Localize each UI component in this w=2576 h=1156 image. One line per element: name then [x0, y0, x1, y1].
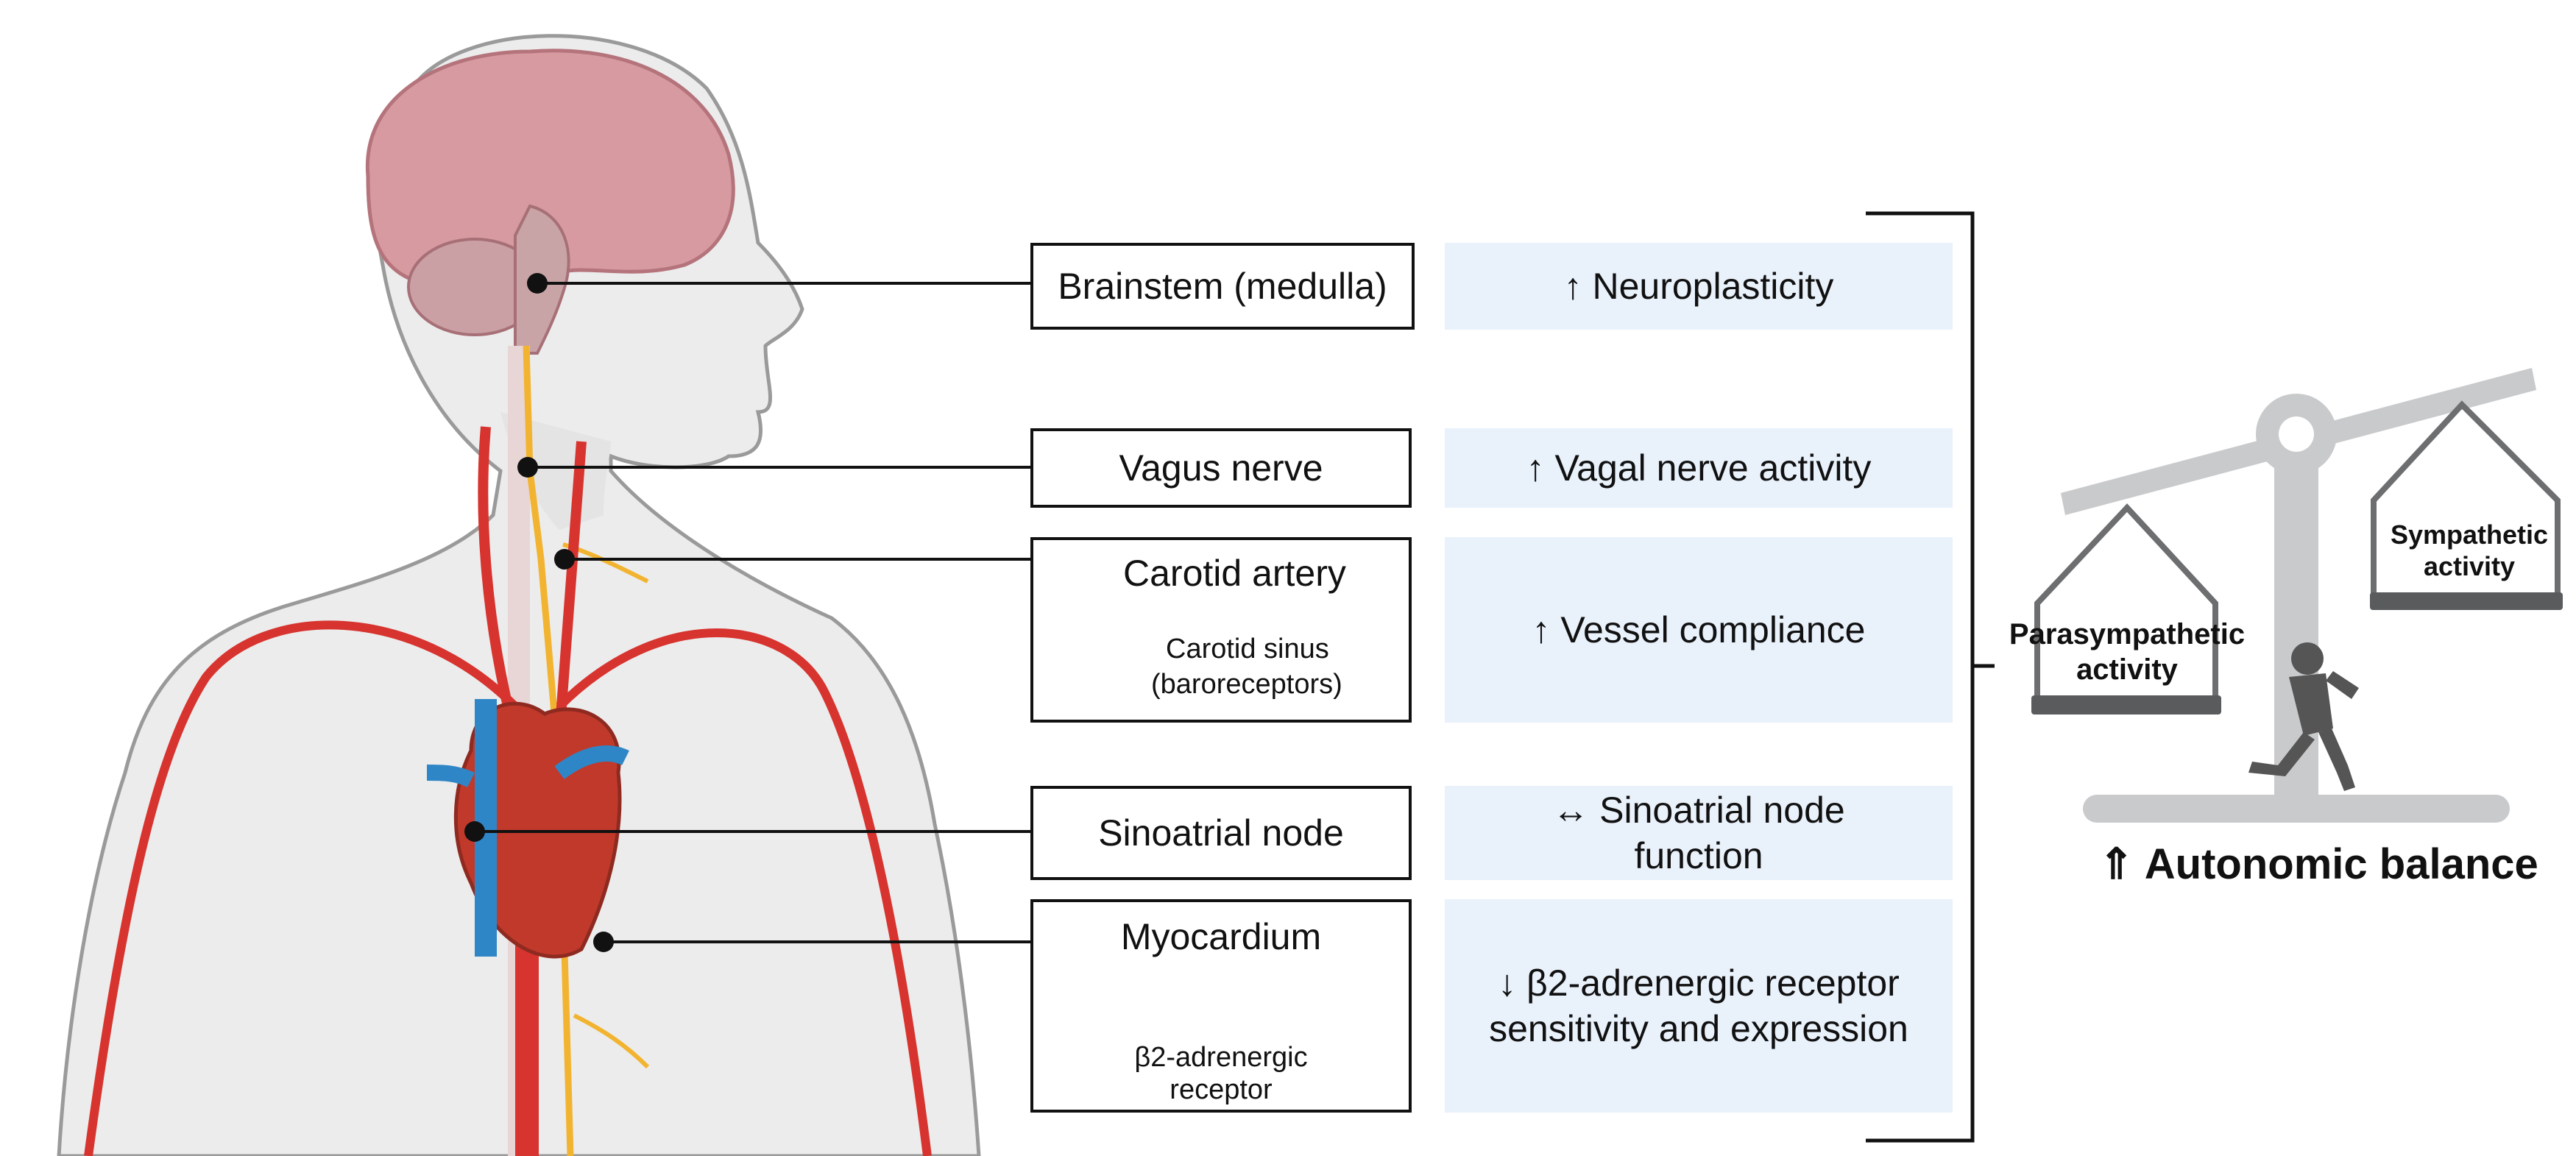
pulmonary-vessel [426, 765, 475, 788]
beta-receptor-sublabel: receptor [1170, 1074, 1273, 1105]
carotid-label-box: Carotid artery Carotid sinus (barorecept… [1030, 537, 1412, 723]
effect-sinoatrial: ↔ Sinoatrial node function [1445, 786, 1953, 880]
myocardium-label-box: Myocardium β2-adrenergic receptor [1030, 899, 1412, 1113]
vagus-label: Vagus nerve [1119, 447, 1323, 489]
left-pan-hanger [2034, 503, 2218, 699]
right-pan [2370, 592, 2563, 610]
brainstem-label: Brainstem (medulla) [1058, 266, 1387, 307]
effect-vessel-text: ↑ Vessel compliance [1532, 609, 1866, 650]
sinoatrial-label: Sinoatrial node [1098, 812, 1344, 854]
carotid-title: Carotid artery [1123, 553, 1346, 594]
runner-icon [2248, 642, 2359, 791]
scale-base [2083, 795, 2510, 823]
effect-sinoatrial-line1: ↔ Sinoatrial node [1552, 789, 1845, 831]
nerve-branch [573, 1013, 650, 1069]
effect-vagal: ↑ Vagal nerve activity [1445, 428, 1953, 508]
artery-left-arm [84, 620, 519, 1156]
brainstem-label-box: Brainstem (medulla) [1030, 243, 1415, 330]
bracket [1866, 211, 1975, 1143]
effect-vessel: ↑ Vessel compliance [1445, 537, 1953, 723]
autonomic-balance-title: ⇑ Autonomic balance [2098, 840, 2538, 888]
parasympathetic-line2: activity [2076, 653, 2178, 686]
left-pan [2031, 695, 2221, 714]
sympathetic-line1: Sympathetic [2390, 520, 2549, 550]
effect-vagal-text: ↑ Vagal nerve activity [1526, 447, 1872, 489]
effect-beta-line1: ↓ β2-adrenergic receptor [1498, 962, 1900, 1004]
beta-receptor-label: β2-adrenergic [1134, 1042, 1308, 1073]
carotid-sinus-sublabel: (baroreceptors) [1151, 669, 1342, 700]
effect-neuroplasticity: ↑ Neuroplasticity [1445, 243, 1953, 330]
sympathetic-label: Sympathetic activity [2363, 519, 2576, 582]
sinoatrial-label-box: Sinoatrial node [1030, 786, 1412, 880]
pulmonary-vessel [554, 745, 629, 779]
carotid-artery-right [554, 441, 587, 737]
artery-right-arm [556, 628, 932, 1156]
sympathetic-line2: activity [2423, 551, 2516, 582]
effect-sinoatrial-line2: function [1634, 835, 1763, 876]
myocardium-title: Myocardium [1120, 916, 1322, 957]
effect-beta: ↓ β2-adrenergic receptor sensitivity and… [1445, 899, 1953, 1113]
parasympathetic-label: Parasympathetic activity [1980, 617, 2274, 687]
scale-pivot-hole [2279, 416, 2314, 452]
parasympathetic-line1: Parasympathetic [2009, 618, 2246, 650]
right-pan-hanger [2371, 400, 2561, 596]
effect-beta-line2: sensitivity and expression [1489, 1008, 1908, 1049]
vagus-label-box: Vagus nerve [1030, 428, 1412, 508]
effect-neuroplasticity-text: ↑ Neuroplasticity [1563, 265, 1834, 307]
carotid-sinus-label: Carotid sinus [1166, 634, 1329, 664]
